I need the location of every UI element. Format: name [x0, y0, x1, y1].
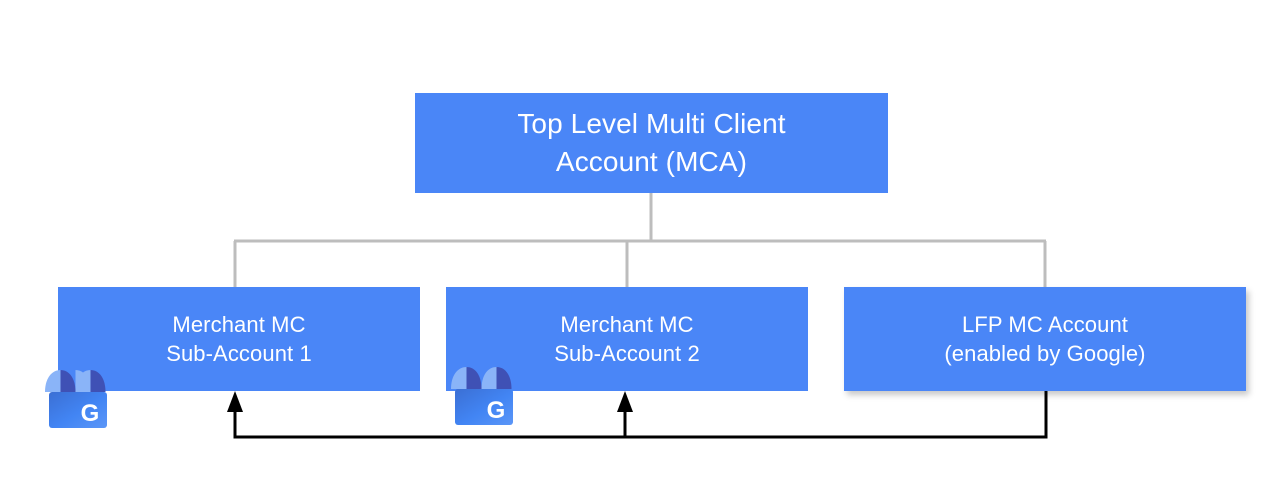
node-lfp-mc-account-label: LFP MC Account (enabled by Google)	[944, 311, 1146, 366]
awning-stripe-4	[496, 367, 512, 389]
awning-stripe-4	[90, 370, 106, 392]
node-merchant-sub-account-1-label: Merchant MC Sub-Account 1	[166, 311, 312, 366]
arrow-path-lfp-to-subaccounts	[233, 391, 1048, 439]
awning-stripe-2	[466, 367, 482, 389]
google-g-letter: G	[81, 400, 100, 427]
awning-stripe-1	[45, 370, 61, 392]
storefront-body	[49, 392, 107, 428]
awning-stripe-2	[60, 370, 76, 392]
node-top-level-mca-label: Top Level Multi Client Account (MCA)	[517, 108, 786, 177]
awning-stripe-3	[481, 367, 497, 389]
node-merchant-sub-account-2: Merchant MC Sub-Account 2	[446, 287, 808, 391]
arrowhead-sub1	[227, 391, 243, 412]
google-my-business-storefront-icon: G	[42, 366, 114, 430]
awning-stripe-3b	[75, 370, 91, 392]
node-top-level-mca: Top Level Multi Client Account (MCA)	[415, 93, 888, 193]
node-merchant-sub-account-1: Merchant MC Sub-Account 1	[58, 287, 420, 391]
awning-stripe-1	[451, 367, 467, 389]
google-my-business-storefront-icon: G	[448, 363, 520, 427]
google-g-letter: G	[487, 397, 506, 424]
storefront-body	[455, 389, 513, 425]
node-lfp-mc-account: LFP MC Account (enabled by Google)	[844, 287, 1246, 391]
node-merchant-sub-account-2-label: Merchant MC Sub-Account 2	[554, 311, 700, 366]
arrowhead-sub2	[617, 391, 633, 412]
